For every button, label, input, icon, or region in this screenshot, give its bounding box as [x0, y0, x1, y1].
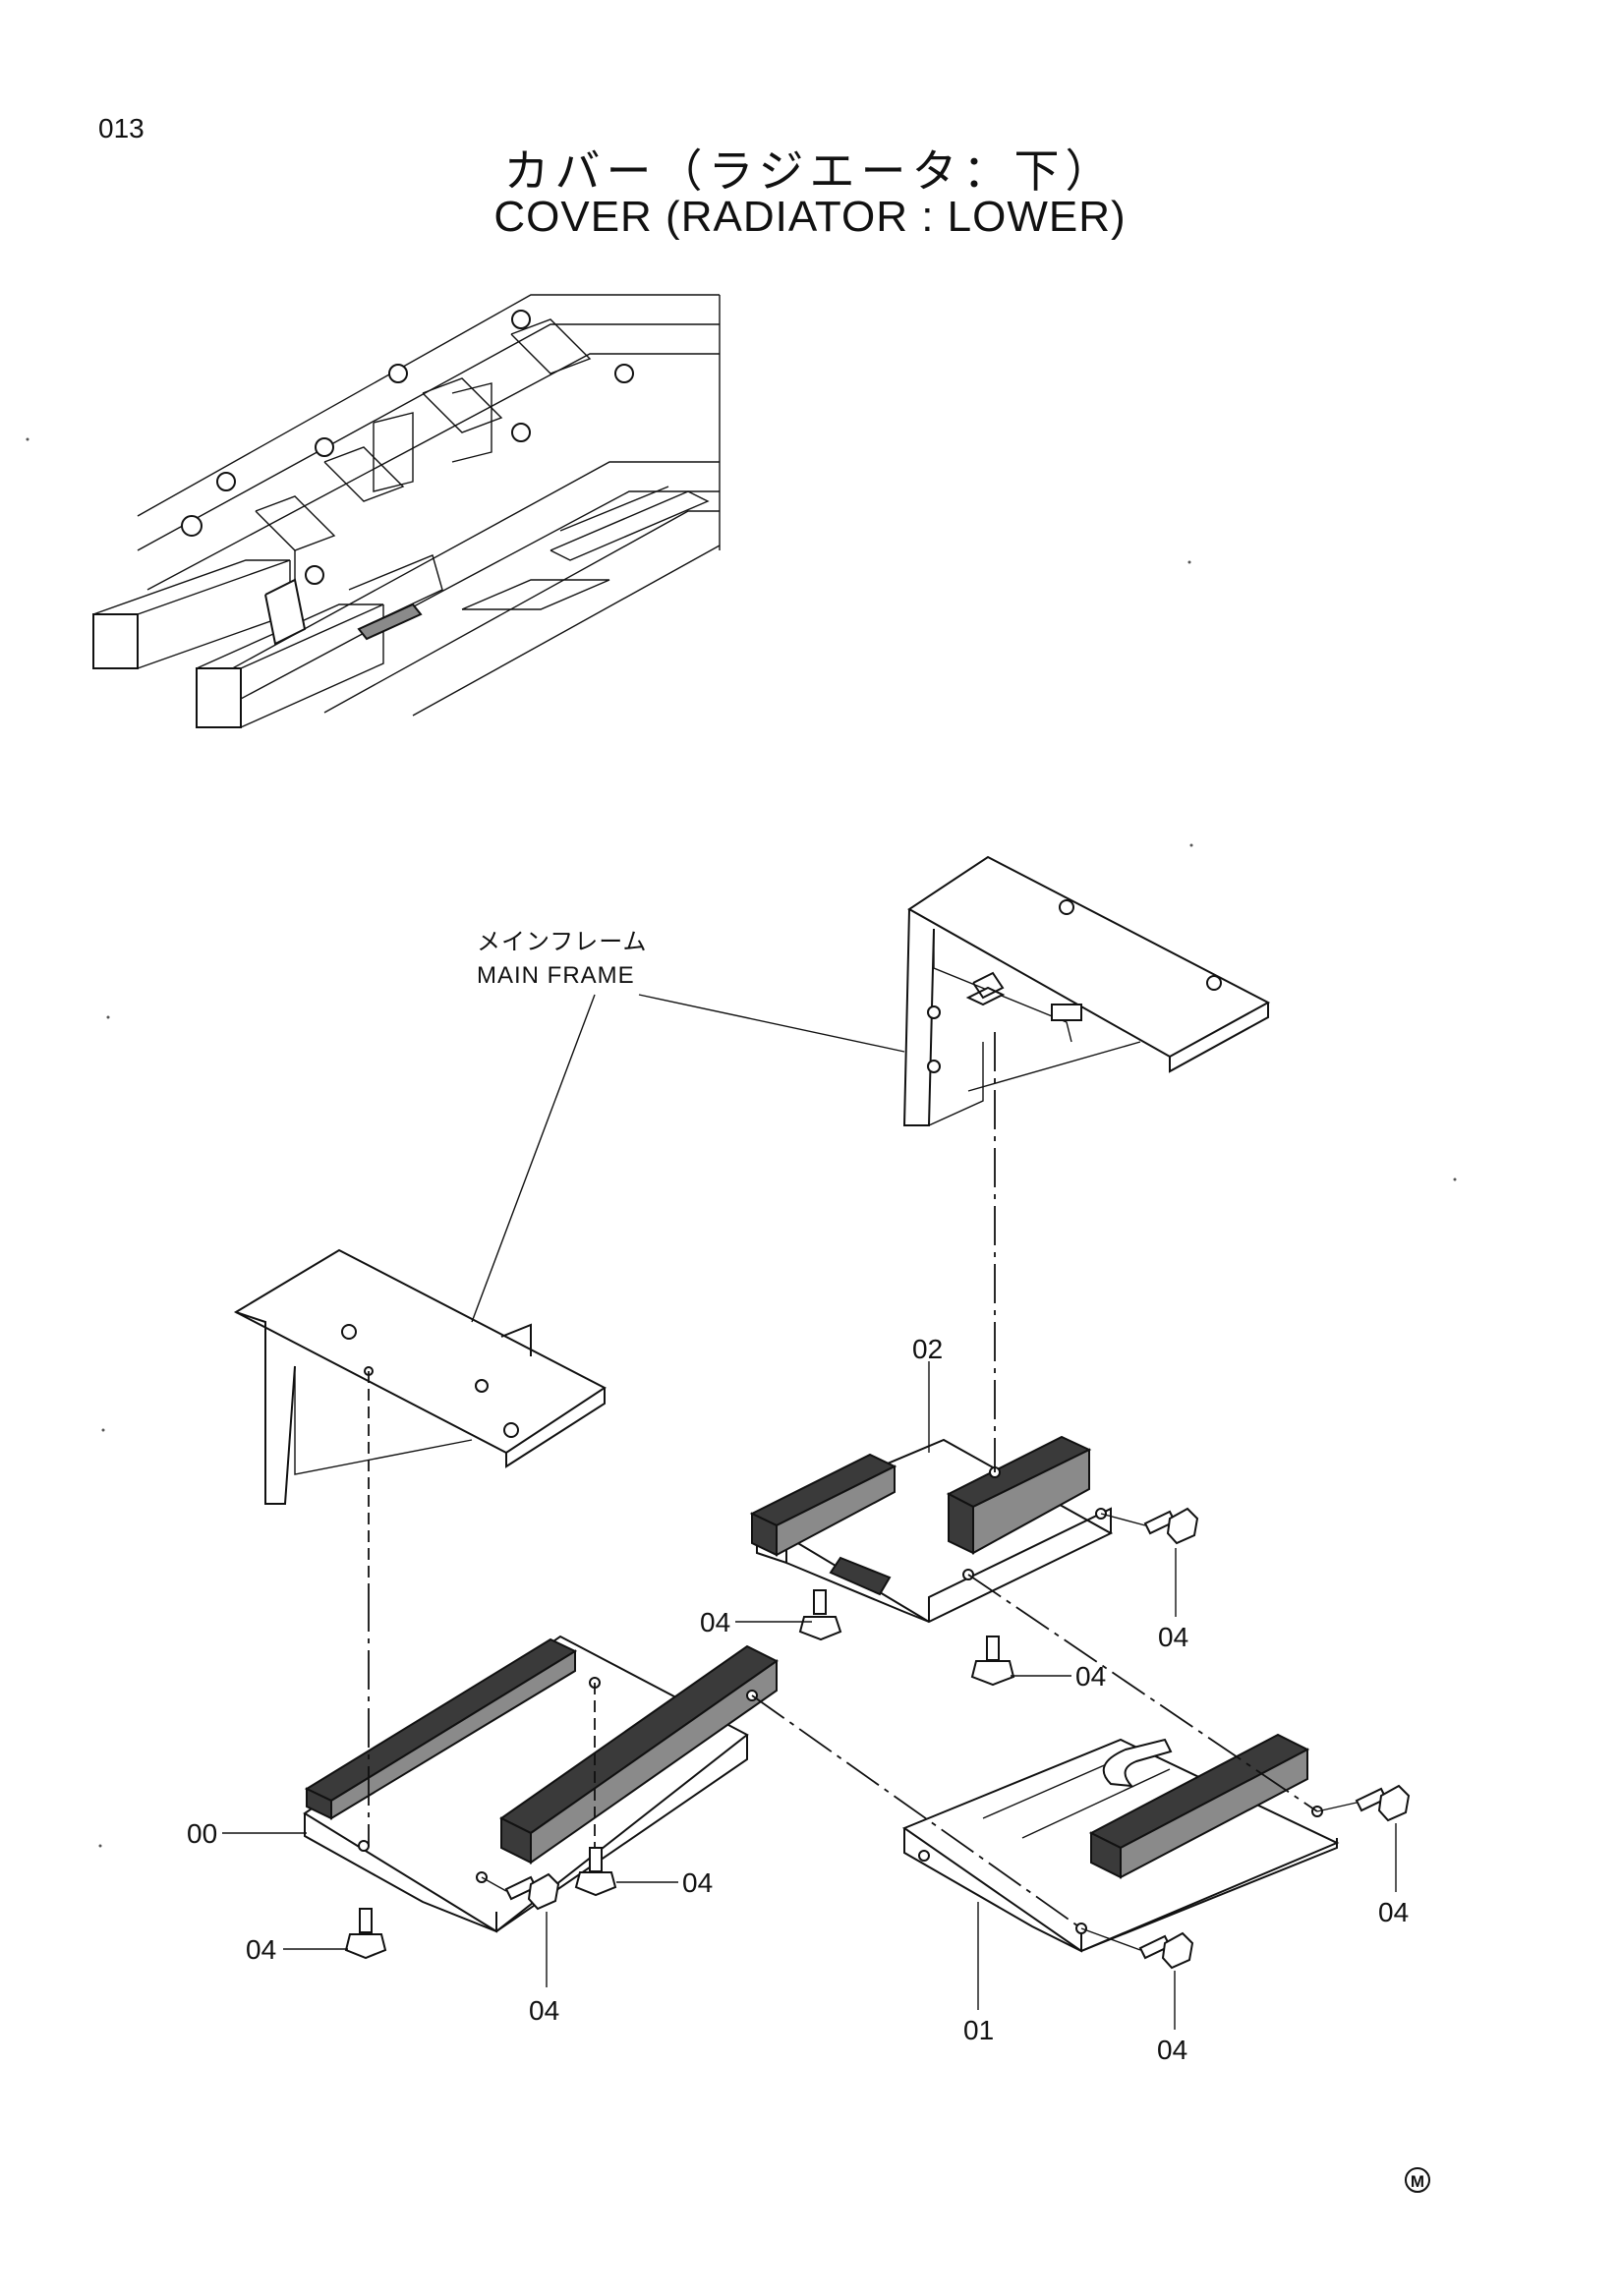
machine-frame-overview: [92, 294, 721, 728]
part-label-04-c: 04: [1075, 1661, 1106, 1692]
cover-part-02: [749, 1435, 1114, 1624]
bolt-00-front: [504, 1872, 560, 1911]
part-label-04-g: 04: [1378, 1897, 1409, 1927]
part-label-01: 01: [963, 2015, 994, 2045]
page-number: 013: [98, 113, 145, 144]
part-label-04-f: 04: [682, 1867, 713, 1898]
main-frame-label-english: MAIN FRAME: [477, 962, 635, 989]
leader-lines: [222, 1361, 1397, 2030]
part-number-labels: 02 00 01 04 04 04 04 04 04 04 04: [187, 1334, 1409, 2065]
main-frame-leader-lines: [471, 994, 905, 1323]
part-label-04-a: 04: [700, 1607, 730, 1637]
part-label-04-h: 04: [1157, 2035, 1187, 2065]
bolt-00-middle: [574, 1847, 617, 1897]
part-label-04-d: 04: [246, 1934, 276, 1965]
svg-text:M: M: [1411, 2172, 1424, 2191]
part-label-04-b: 04: [1158, 1622, 1188, 1652]
main-frame-bracket-left: [233, 1248, 607, 1505]
part-label-02: 02: [912, 1334, 943, 1364]
scan-specks: [26, 437, 1457, 1848]
bolt-01-right: [1355, 1784, 1411, 1822]
title-english: COVER (RADIATOR : LOWER): [493, 193, 1127, 241]
bolt-00-bottom: [344, 1908, 387, 1960]
bolt-02-bottom-left: [798, 1589, 842, 1641]
cover-part-00: [303, 1635, 779, 1933]
main-frame-bracket-right: [902, 855, 1271, 1126]
bolt-02-right: [1143, 1507, 1199, 1545]
main-frame-label-japanese: メインフレーム: [477, 929, 648, 955]
cover-part-01: [901, 1733, 1340, 1953]
bolt-01-front: [1138, 1931, 1194, 1970]
circled-m-mark: M: [1405, 2167, 1430, 2193]
part-label-04-e: 04: [529, 1995, 559, 2026]
bolt-02-bottom-right: [970, 1636, 1015, 1687]
title-japanese: カバー（ラジエータ：下）: [503, 144, 1117, 198]
assembly-lines: [368, 1032, 1358, 1951]
part-label-00: 00: [187, 1818, 217, 1849]
